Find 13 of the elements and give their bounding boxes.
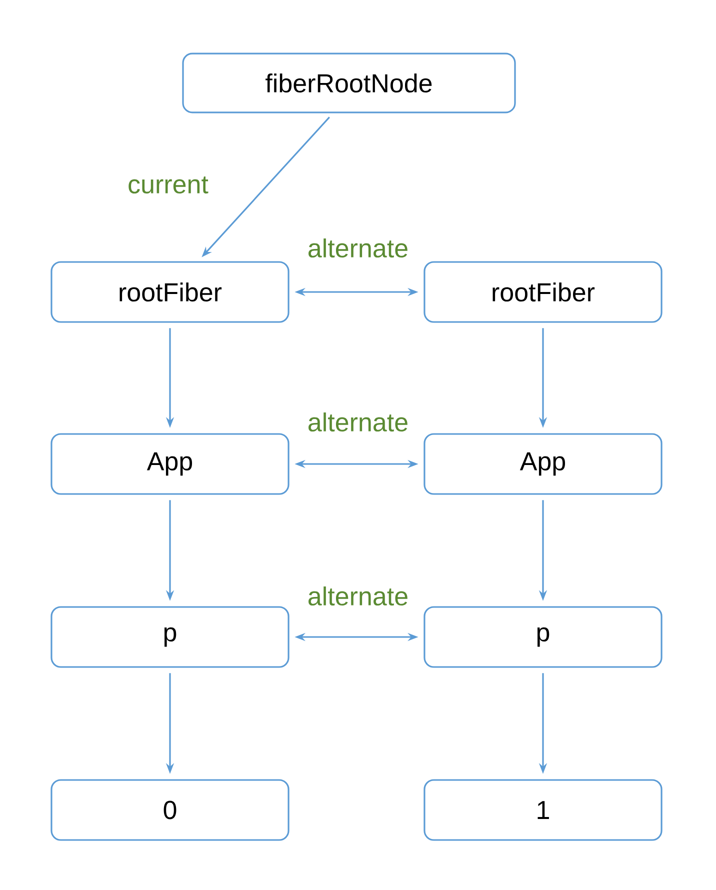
edge-label: alternate xyxy=(308,586,408,606)
node-box: p xyxy=(424,606,662,668)
node-box: 1 xyxy=(424,779,662,841)
edge-label: alternate xyxy=(308,238,408,258)
node-box: rootFiber xyxy=(424,261,662,323)
edge-label: current xyxy=(128,176,208,194)
node-box: rootFiber xyxy=(50,261,290,323)
node-box: App xyxy=(50,433,290,495)
node-box: App xyxy=(424,433,662,495)
node-box: p xyxy=(50,606,290,668)
node-box: fiberRootNode xyxy=(182,52,516,114)
edge-label: alternate xyxy=(308,412,408,432)
node-box: 0 xyxy=(50,779,290,841)
